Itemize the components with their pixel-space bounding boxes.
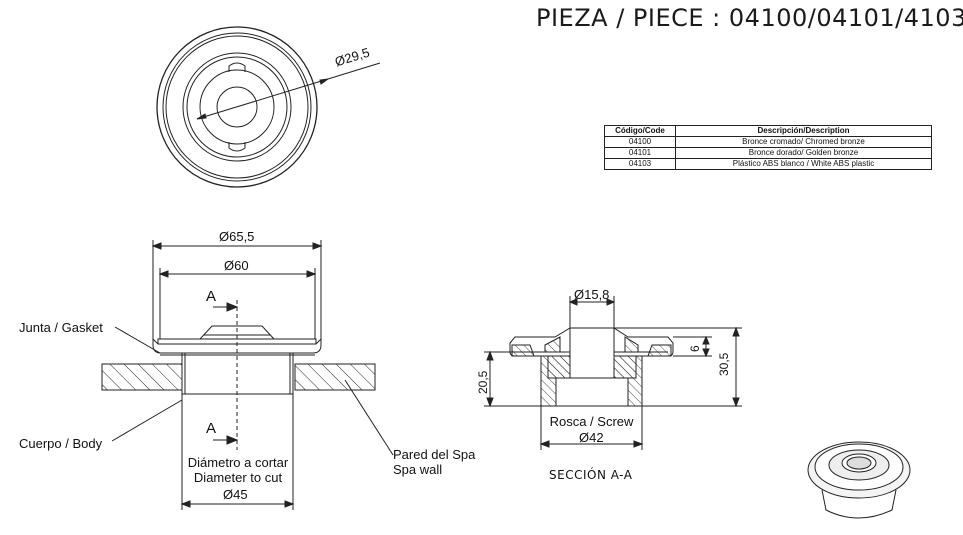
dim-diameter-60: Ø60 — [224, 258, 249, 273]
spa-wall-line-1: Pared del Spa — [393, 447, 476, 462]
top-view — [156, 26, 381, 188]
table-header-code: Código/Code — [604, 125, 676, 137]
spa-wall-label: Pared del Spa Spa wall — [393, 447, 475, 477]
front-view — [101, 240, 394, 510]
gasket-label: Junta / Gasket — [19, 320, 103, 335]
table-row: 04103 Plástico ABS blanco / White ABS pl… — [604, 158, 932, 170]
table-cell-description: Bronce cromado/ Chromed bronze — [675, 136, 932, 148]
dim-height-6: 6 — [688, 345, 702, 352]
table-row: 04101 Bronce dorado/ Golden bronze — [604, 147, 932, 159]
table-cell-description: Bronce dorado/ Golden bronze — [675, 147, 932, 159]
screw-label: Rosca / Screw — [549, 414, 634, 429]
cut-diameter-line-1: Diámetro a cortar — [187, 455, 289, 470]
table-cell-code: 04101 — [604, 147, 676, 159]
section-mark-top: A — [206, 288, 217, 305]
section-mark-bottom: A — [206, 420, 217, 437]
dim-height-20-5: 20,5 — [476, 370, 490, 394]
table-header-row: Código/Code Descripción/Description — [604, 125, 932, 137]
dim-diameter-65-5: Ø65,5 — [219, 229, 255, 244]
section-view — [484, 296, 742, 450]
table-cell-code: 04100 — [604, 136, 676, 148]
table-row: 04100 Bronce cromado/ Chromed bronze — [604, 136, 932, 148]
section-title: SECCIÓN A-A — [549, 468, 633, 482]
isometric-render — [807, 441, 911, 519]
dim-diameter-45: Ø45 — [223, 487, 248, 502]
dim-diameter-15-8: Ø15,8 — [574, 287, 610, 302]
dim-diameter-42: Ø42 — [579, 430, 604, 445]
cut-diameter-label: Diámetro a cortar Diameter to cut — [178, 455, 298, 485]
codes-table: Código/Code Descripción/Description 0410… — [604, 125, 932, 170]
page-title: PIEZA / PIECE : 04100/04101/4103 — [536, 4, 963, 32]
spa-wall-line-2: Spa wall — [393, 462, 443, 477]
table-header-description: Descripción/Description — [675, 125, 932, 137]
table-cell-description: Plástico ABS blanco / White ABS plastic — [675, 158, 932, 170]
dim-height-30-5: 30,5 — [717, 352, 731, 376]
table-cell-code: 04103 — [604, 158, 676, 170]
cut-diameter-line-2: Diameter to cut — [193, 470, 283, 485]
body-label: Cuerpo / Body — [19, 436, 103, 451]
